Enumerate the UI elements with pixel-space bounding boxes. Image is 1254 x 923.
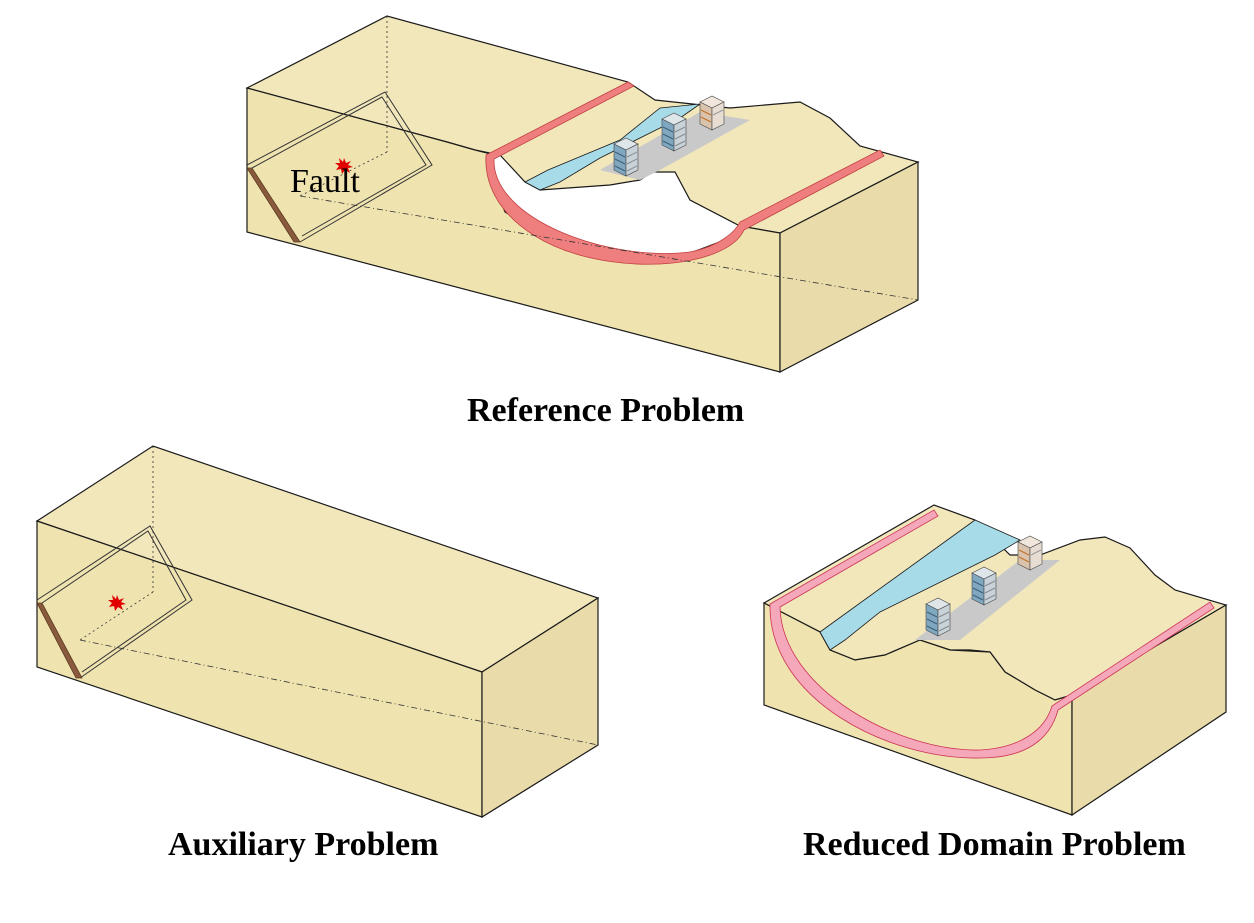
auxiliary-fault-wedge <box>36 525 193 679</box>
reduced-building-icon <box>925 597 951 637</box>
reduced-model <box>762 504 1228 817</box>
auxiliary-model <box>35 445 600 819</box>
fault-label: Fault <box>290 163 360 200</box>
reference-top-face <box>245 15 920 234</box>
reference-fault-plane <box>246 167 301 243</box>
reference-problem-title: Reference Problem <box>467 392 745 429</box>
reference-building-icon <box>699 95 725 131</box>
auxiliary-right-face <box>481 596 599 819</box>
reference-model: Fault <box>245 15 920 373</box>
reduced-building-icon <box>971 566 997 606</box>
reduced-domain-problem-title: Reduced Domain Problem <box>803 826 1186 863</box>
reduced-building-icon <box>1017 535 1043 571</box>
reference-boundary-band <box>485 81 885 265</box>
reference-building-icon <box>613 137 639 177</box>
reduced-water <box>819 519 1021 651</box>
auxiliary-fault-plane <box>36 602 83 679</box>
reference-building-icon <box>661 112 687 152</box>
reference-fault-wedge <box>246 91 433 243</box>
reduced-right-face <box>1071 603 1227 817</box>
reference-water <box>524 103 702 191</box>
reduced-boundary-band <box>769 509 1215 759</box>
auxiliary-problem-title: Auxiliary Problem <box>168 826 439 863</box>
